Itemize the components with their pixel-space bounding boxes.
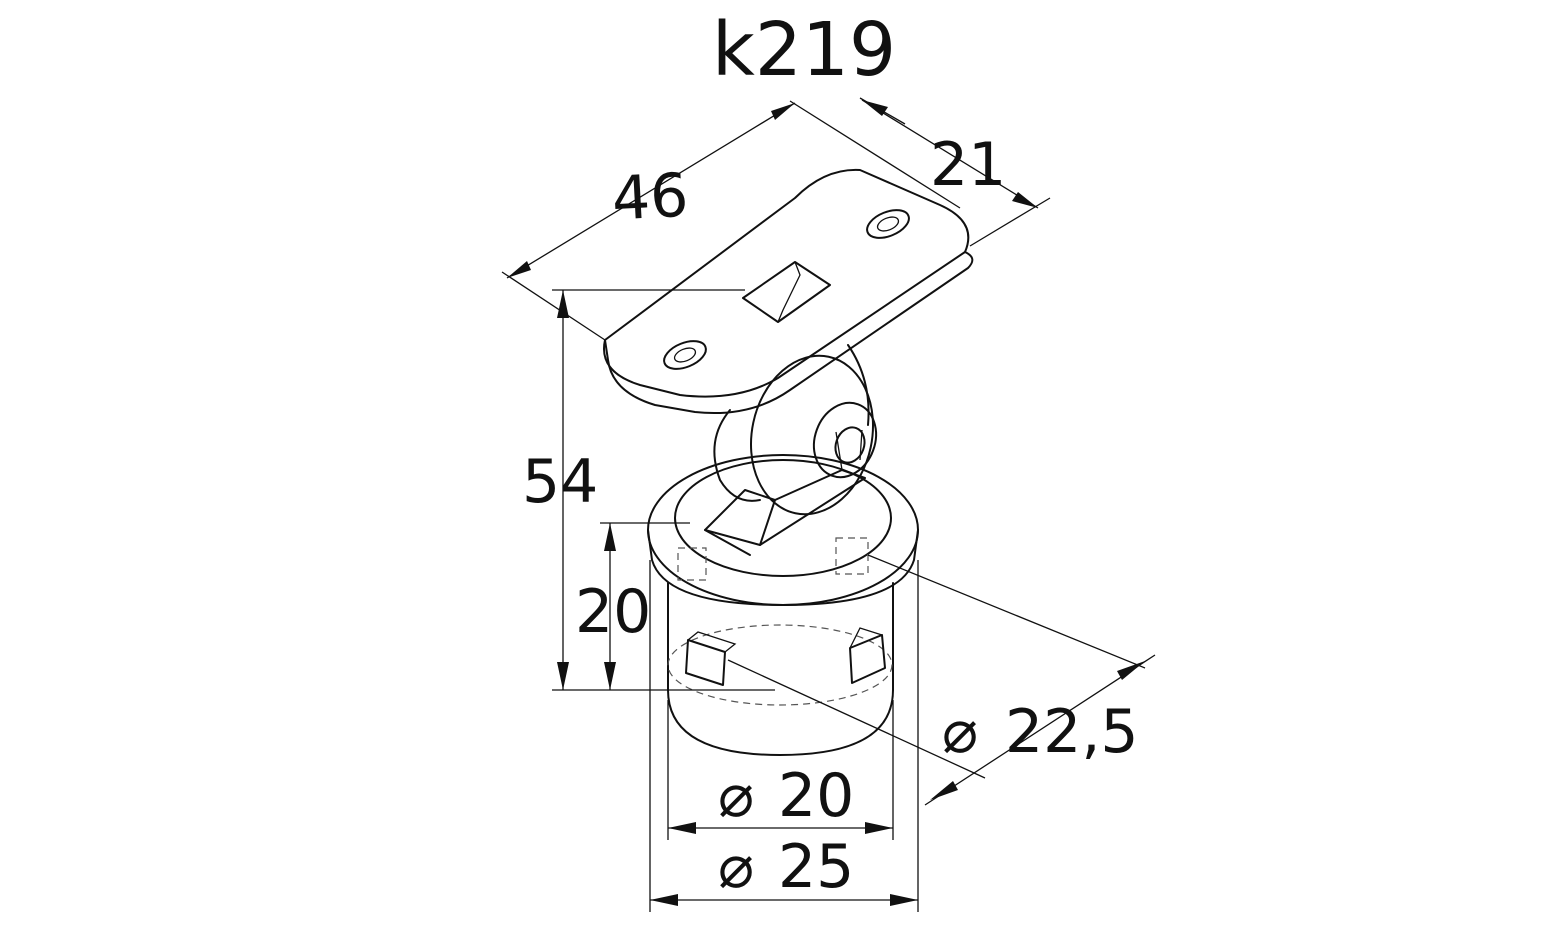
dimension-diameter-inner-symbol: ⌀ (718, 761, 754, 831)
dimension-diameter-small: ⌀ 22,5 (727, 554, 1156, 806)
dimension-socket-height: 20 (575, 522, 690, 690)
dimension-diameter-inner-label: 20 (778, 761, 854, 831)
dimension-diameter-small-label: 22,5 (1005, 697, 1139, 767)
dimension-length: 46 (501, 100, 961, 341)
dimension-width: 21 (859, 97, 1051, 247)
drawing-title: k219 (712, 7, 896, 93)
saddle-plate (603, 168, 974, 415)
dimension-diameter-inner: ⌀ 20 (667, 700, 894, 840)
dimension-socket-height-label: 20 (575, 577, 651, 647)
dimension-height: 54 (522, 289, 775, 691)
dimension-diameter-outer: ⌀ 25 (649, 560, 919, 912)
dimension-width-label: 21 (930, 130, 1006, 200)
dimension-height-label: 54 (522, 447, 598, 517)
dimension-length-label: 46 (610, 161, 690, 235)
dimension-diameter-outer-symbol: ⌀ (718, 832, 754, 902)
socket-collar (647, 454, 919, 756)
dimension-diameter-small-symbol: ⌀ (942, 697, 978, 767)
swivel-joint (713, 344, 878, 516)
dimension-diameter-outer-label: 25 (778, 832, 854, 902)
